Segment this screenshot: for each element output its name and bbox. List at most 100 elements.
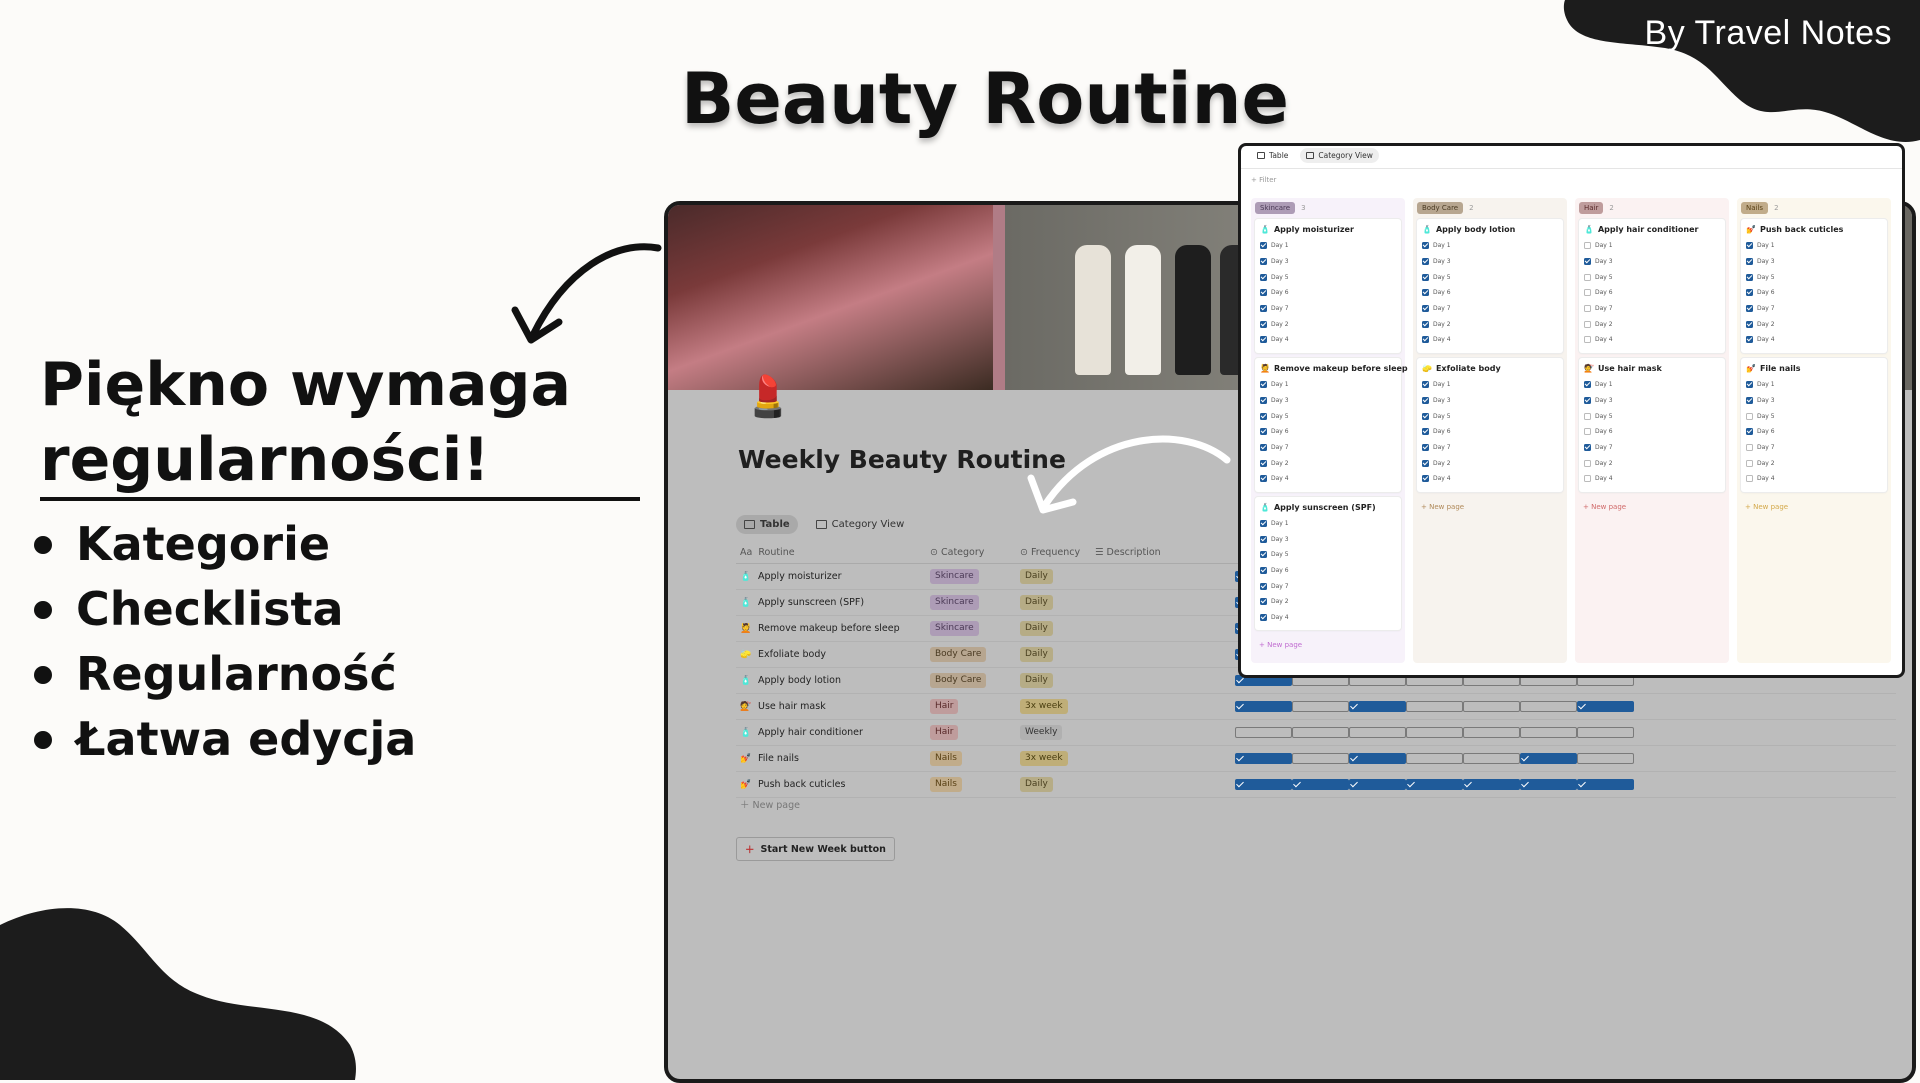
- day-item[interactable]: Day 1: [1422, 238, 1558, 254]
- day-item[interactable]: Day 2: [1584, 316, 1720, 332]
- day-item[interactable]: Day 2: [1260, 594, 1396, 610]
- day-item[interactable]: Day 6: [1584, 285, 1720, 301]
- day-checkbox[interactable]: [1235, 701, 1292, 712]
- day-item[interactable]: Day 2: [1746, 316, 1882, 332]
- day-checkbox[interactable]: [1422, 289, 1429, 297]
- day-item[interactable]: Day 7: [1746, 301, 1882, 317]
- day-item[interactable]: Day 1: [1260, 516, 1396, 532]
- day-item[interactable]: Day 6: [1260, 424, 1396, 440]
- cell-frequency[interactable]: Daily: [1020, 621, 1095, 636]
- day-item[interactable]: Day 2: [1260, 455, 1396, 471]
- new-page-button[interactable]: + New page: [1255, 635, 1401, 655]
- day-item[interactable]: Day 3: [1260, 393, 1396, 409]
- day-checkbox[interactable]: [1584, 412, 1591, 420]
- day-item[interactable]: Day 5: [1746, 408, 1882, 424]
- day-checkbox[interactable]: [1584, 242, 1591, 250]
- day-item[interactable]: Day 5: [1260, 547, 1396, 563]
- day-checkbox[interactable]: [1584, 305, 1591, 313]
- day-checkbox[interactable]: [1422, 475, 1429, 483]
- day-item[interactable]: Day 4: [1584, 332, 1720, 348]
- cell-frequency[interactable]: Daily: [1020, 673, 1095, 688]
- day-item[interactable]: Day 3: [1422, 254, 1558, 270]
- cell-routine[interactable]: 💅Push back cuticles: [736, 779, 930, 790]
- day-checkbox[interactable]: [1577, 779, 1634, 790]
- day-item[interactable]: Day 5: [1422, 269, 1558, 285]
- cell-category[interactable]: Nails: [930, 751, 1020, 766]
- day-checkbox[interactable]: [1746, 289, 1753, 297]
- cell-routine[interactable]: 🧴Apply moisturizer: [736, 571, 930, 582]
- day-checkbox[interactable]: [1235, 779, 1292, 790]
- day-item[interactable]: Day 4: [1746, 332, 1882, 348]
- day-checkbox[interactable]: [1746, 305, 1753, 313]
- day-checkbox[interactable]: [1584, 258, 1591, 266]
- day-checkbox[interactable]: [1260, 567, 1267, 575]
- day-item[interactable]: Day 3: [1584, 254, 1720, 270]
- day-checkbox[interactable]: [1406, 753, 1463, 764]
- day-item[interactable]: Day 4: [1260, 610, 1396, 626]
- column-header-frequency[interactable]: ⊙ Frequency: [1020, 547, 1095, 558]
- day-checkbox[interactable]: [1584, 320, 1591, 328]
- day-checkbox[interactable]: [1406, 779, 1463, 790]
- day-item[interactable]: Day 6: [1584, 424, 1720, 440]
- day-checkbox[interactable]: [1349, 727, 1406, 738]
- cell-frequency[interactable]: Daily: [1020, 569, 1095, 584]
- cell-category[interactable]: Hair: [930, 699, 1020, 714]
- day-item[interactable]: Day 6: [1746, 285, 1882, 301]
- day-checkbox[interactable]: [1349, 701, 1406, 712]
- day-checkbox[interactable]: [1746, 428, 1753, 436]
- day-item[interactable]: Day 2: [1746, 455, 1882, 471]
- new-page-button[interactable]: + New page: [1417, 497, 1563, 517]
- day-checkbox[interactable]: [1260, 258, 1267, 266]
- day-item[interactable]: Day 6: [1260, 563, 1396, 579]
- cell-category[interactable]: Body Care: [930, 647, 1020, 662]
- day-checkbox[interactable]: [1235, 753, 1292, 764]
- day-checkbox[interactable]: [1260, 289, 1267, 297]
- day-checkbox[interactable]: [1463, 727, 1520, 738]
- day-checkbox[interactable]: [1260, 598, 1267, 606]
- cell-routine[interactable]: 🧴Apply body lotion: [736, 675, 930, 686]
- day-item[interactable]: Day 6: [1260, 285, 1396, 301]
- day-item[interactable]: Day 1: [1584, 238, 1720, 254]
- start-new-week-button[interactable]: ＋Start New Week button: [736, 837, 895, 861]
- filter-button[interactable]: + Filter: [1251, 176, 1276, 184]
- day-item[interactable]: Day 5: [1584, 269, 1720, 285]
- day-item[interactable]: Day 2: [1422, 455, 1558, 471]
- day-checkbox[interactable]: [1422, 242, 1429, 250]
- day-checkbox[interactable]: [1422, 459, 1429, 467]
- day-item[interactable]: Day 2: [1260, 316, 1396, 332]
- day-checkbox[interactable]: [1746, 242, 1753, 250]
- day-item[interactable]: Day 1: [1260, 377, 1396, 393]
- cell-frequency[interactable]: 3x week: [1020, 751, 1095, 766]
- day-checkbox[interactable]: [1584, 381, 1591, 389]
- day-checkbox[interactable]: [1292, 753, 1349, 764]
- day-checkbox[interactable]: [1746, 320, 1753, 328]
- day-checkbox[interactable]: [1746, 459, 1753, 467]
- day-item[interactable]: Day 4: [1260, 471, 1396, 487]
- cell-frequency[interactable]: Daily: [1020, 595, 1095, 610]
- day-item[interactable]: Day 5: [1584, 408, 1720, 424]
- day-item[interactable]: Day 6: [1746, 424, 1882, 440]
- day-checkbox[interactable]: [1292, 727, 1349, 738]
- day-checkbox[interactable]: [1422, 305, 1429, 313]
- day-checkbox[interactable]: [1577, 701, 1634, 712]
- cell-routine[interactable]: 🧴Apply hair conditioner: [736, 727, 930, 738]
- day-item[interactable]: Day 3: [1422, 393, 1558, 409]
- day-checkbox[interactable]: [1584, 475, 1591, 483]
- cell-frequency[interactable]: Daily: [1020, 777, 1095, 792]
- tab-category-view[interactable]: Category View: [1300, 148, 1379, 163]
- day-item[interactable]: Day 3: [1260, 531, 1396, 547]
- cell-frequency[interactable]: Daily: [1020, 647, 1095, 662]
- day-checkbox[interactable]: [1292, 779, 1349, 790]
- day-item[interactable]: Day 1: [1422, 377, 1558, 393]
- new-page-row[interactable]: ＋ New page: [740, 797, 800, 811]
- day-checkbox[interactable]: [1292, 701, 1349, 712]
